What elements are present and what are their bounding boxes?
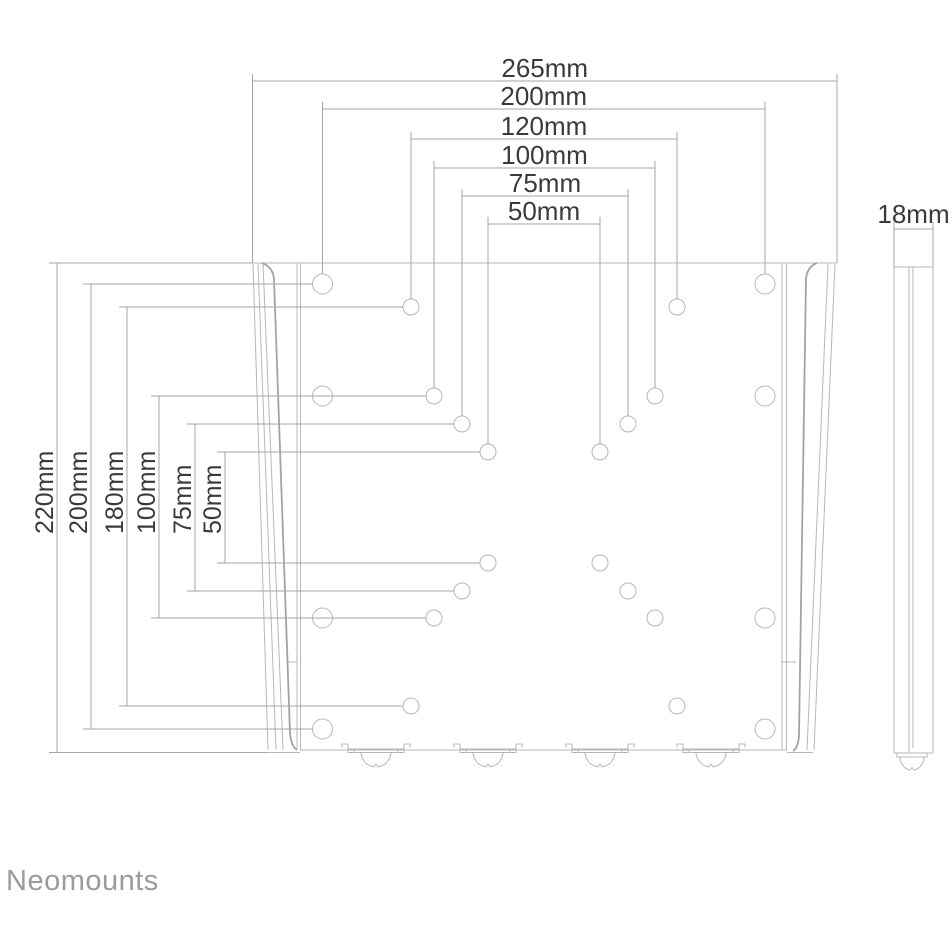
mounting-tab: [565, 743, 635, 768]
plate-outline: [806, 263, 829, 751]
mounting-tab: [453, 743, 523, 768]
brand-logo: Neomounts: [6, 865, 159, 897]
mounting-hole: [402, 697, 420, 715]
mounting-hole: [312, 718, 333, 740]
dimension-label: 100mm: [501, 140, 588, 170]
dimension-label: 50mm: [508, 196, 580, 226]
mounting-hole: [479, 443, 497, 461]
dimension-label: 180mm: [101, 451, 129, 534]
mounting-hole: [453, 415, 471, 433]
mounting-tab: [341, 743, 411, 768]
mounting-hole: [646, 387, 664, 405]
mounting-tab: [676, 743, 746, 768]
dimension-label: 18mm: [877, 199, 949, 229]
mounting-hole: [402, 298, 420, 316]
mounting-hole: [619, 582, 637, 600]
mounting-hole: [754, 718, 776, 740]
mounting-hole: [425, 387, 443, 405]
mounting-hole: [591, 554, 609, 572]
mounting-hole: [754, 273, 776, 295]
dimension-label: 220mm: [31, 451, 59, 534]
dimension-label: 120mm: [501, 111, 588, 141]
mounting-hole: [453, 582, 471, 600]
plate-outline: [813, 263, 836, 751]
mounting-hole: [754, 385, 776, 407]
dimension-label: 265mm: [501, 53, 588, 83]
dimension-label: 75mm: [509, 168, 581, 198]
plate-outline: [262, 263, 284, 751]
plate-fold-edge: [261, 262, 298, 751]
plate-fold-edge: [792, 262, 818, 752]
mounting-hole: [312, 273, 333, 295]
mounting-hole: [754, 607, 776, 629]
dimension-label: 100mm: [133, 451, 161, 534]
mounting-hole: [479, 554, 497, 572]
plate-outline: [252, 263, 269, 751]
mounting-hole: [668, 697, 686, 715]
dimension-label: 200mm: [500, 81, 587, 111]
mounting-hole: [646, 609, 664, 627]
mounting-hole: [619, 415, 637, 433]
mounting-hole: [591, 443, 609, 461]
mounting-hole: [668, 298, 686, 316]
dimension-label: 50mm: [199, 465, 227, 534]
plate-outline: [257, 263, 277, 751]
mounting-hole: [425, 609, 443, 627]
dimension-label: 75mm: [169, 465, 197, 534]
mounting-tab: [896, 753, 928, 771]
dimension-label: 200mm: [65, 451, 93, 534]
